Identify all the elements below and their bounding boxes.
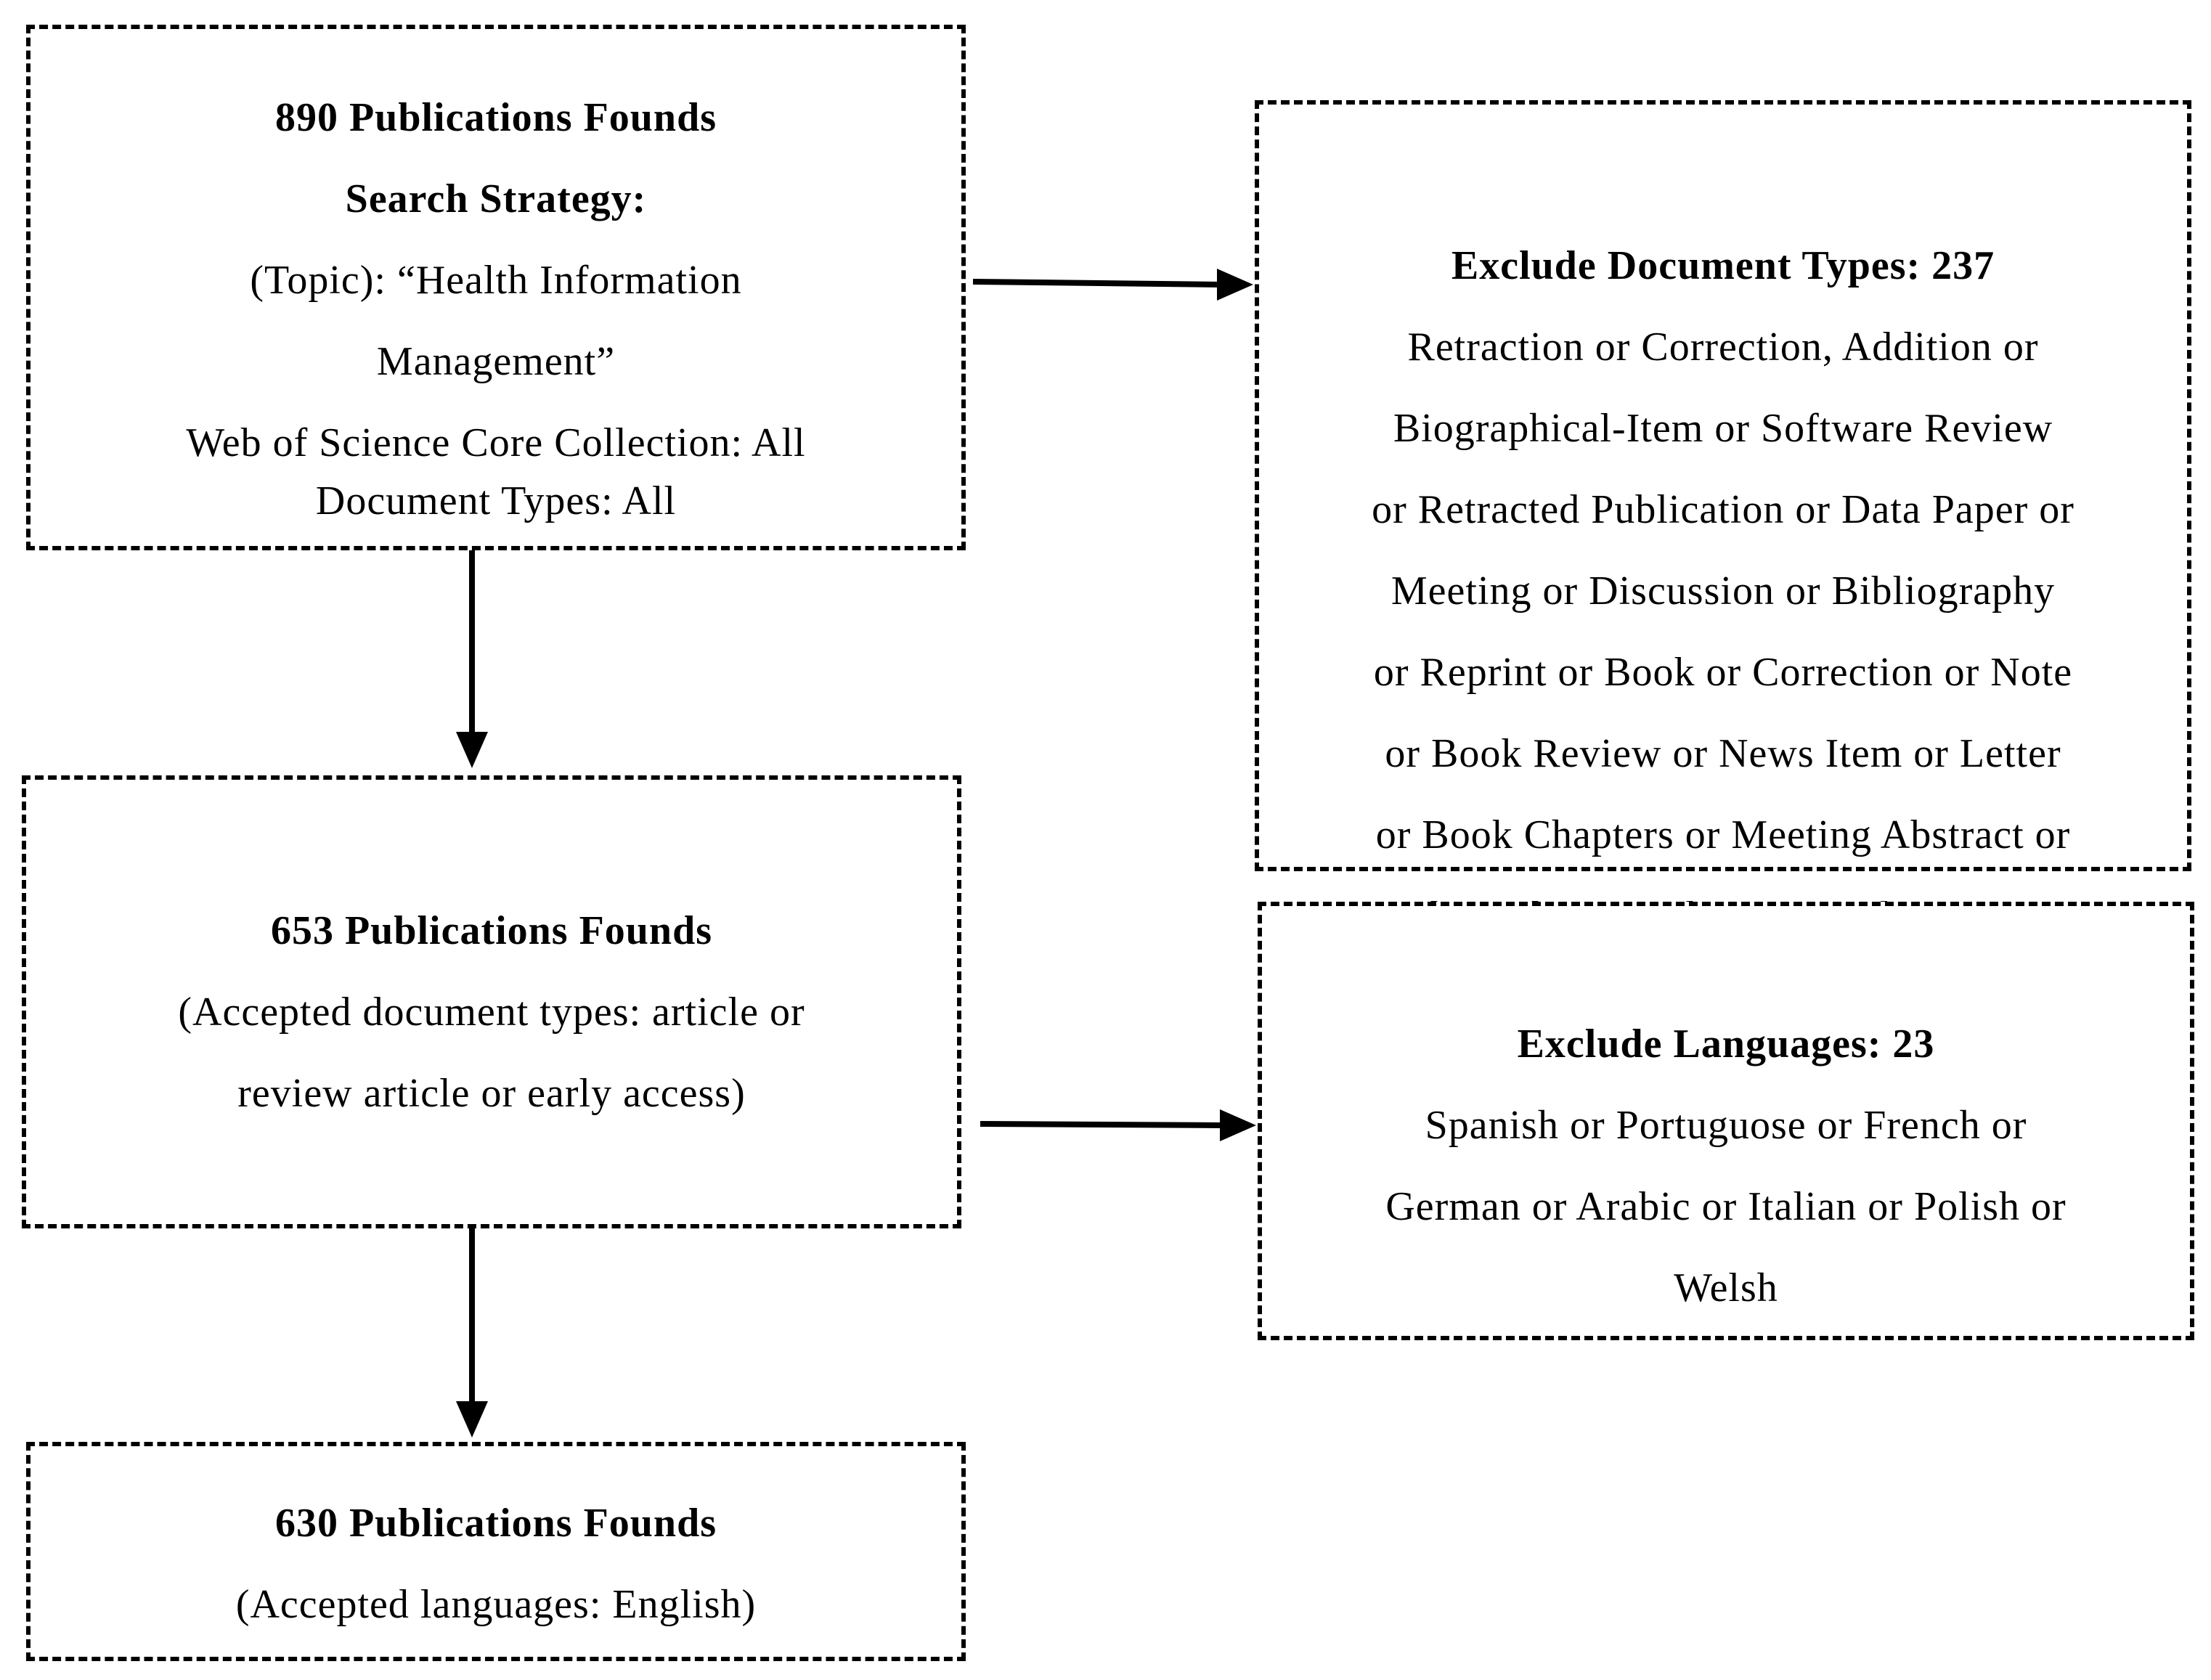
exclude-document-types-line: Biographical-Item or Software Review [1393,406,2053,451]
exclude-languages-heading: Exclude Languages: 23 [1517,1022,1935,1067]
exclude-document-types-line: or Book Review or News Item or Letter [1385,731,2061,776]
exclude-document-types-line: or Reprint or Book or Correction or Note [1373,650,2073,695]
exclude-languages-line: Welsh [1674,1265,1778,1310]
exclude-document-types-heading: Exclude Document Types: 237 [1451,243,1995,288]
arrow-653-to-630 [456,1228,488,1438]
arrow-653-to-exclude-lang [980,1109,1256,1141]
accepted-languages-line: (Accepted languages: English) [235,1582,757,1627]
search-strategy-box: 890 Publications Founds Search Strategy:… [26,25,966,550]
search-count-heading: 890 Publications Founds [274,95,717,140]
accepted-document-types-line: (Accepted document types: article or [178,990,805,1035]
exclude-document-types-box: Exclude Document Types: 237 Retraction o… [1255,100,2191,939]
exclude-languages-line: German or Arabic or Italian or Polish or [1385,1184,2067,1229]
exclude-languages-line: Spanish or Portuguose or French or [1425,1103,2027,1148]
arrow-search-to-653 [456,550,488,768]
exclude-document-types-line: Meeting or Discussion or Bibliography [1390,568,2056,613]
search-strategy-heading: Search Strategy: [345,176,647,221]
exclude-document-types-line: or Book Chapters or Meeting Abstract or [1375,812,2071,857]
search-topic-line-2: Management” [376,339,616,384]
accepted-document-types-heading: 653 Publications Founds [270,908,713,953]
search-collection-line: Web of Science Core Collection: All [186,420,806,465]
exclude-document-types-line: Retraction or Correction, Addition or [1407,325,2039,370]
exclude-document-types-line: or Retracted Publication or Data Paper o… [1372,487,2074,532]
accepted-languages-box: 630 Publications Founds (Accepted langua… [26,1442,966,1661]
accepted-document-types-box: 653 Publications Founds (Accepted docume… [22,775,961,1228]
search-document-types-line: Document Types: All [315,478,677,523]
arrow-search-to-exclude-doc [972,269,1253,301]
accepted-document-types-line: review article or early access) [237,1071,746,1116]
search-topic-line: (Topic): “Health Information [250,258,742,303]
accepted-languages-heading: 630 Publications Founds [274,1501,717,1546]
exclude-languages-box: Exclude Languages: 23 Spanish or Portugu… [1258,902,2194,1340]
